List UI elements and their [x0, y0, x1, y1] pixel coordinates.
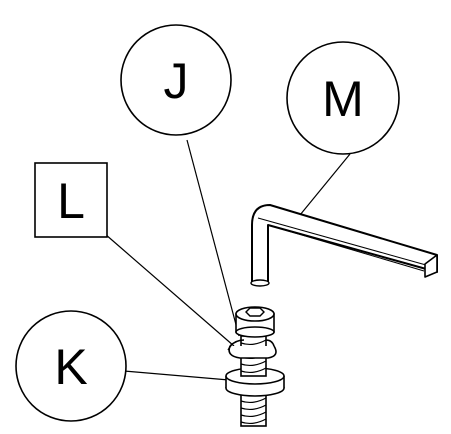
hex-key-part	[250, 204, 438, 287]
callout-m: M	[286, 41, 400, 155]
callout-k-label: K	[54, 339, 87, 395]
leader-line-l	[104, 233, 235, 347]
callout-l-label: L	[57, 173, 85, 229]
callout-j-label: J	[164, 53, 189, 109]
leader-line-m	[299, 153, 351, 216]
leader-line-k	[123, 370, 230, 381]
leader-line-j	[186, 139, 240, 337]
screw-assembly-part	[225, 306, 285, 427]
callout-k: K	[15, 310, 127, 422]
callout-l: L	[34, 162, 108, 238]
callout-m-label: M	[322, 71, 364, 127]
callout-j: J	[120, 24, 232, 136]
